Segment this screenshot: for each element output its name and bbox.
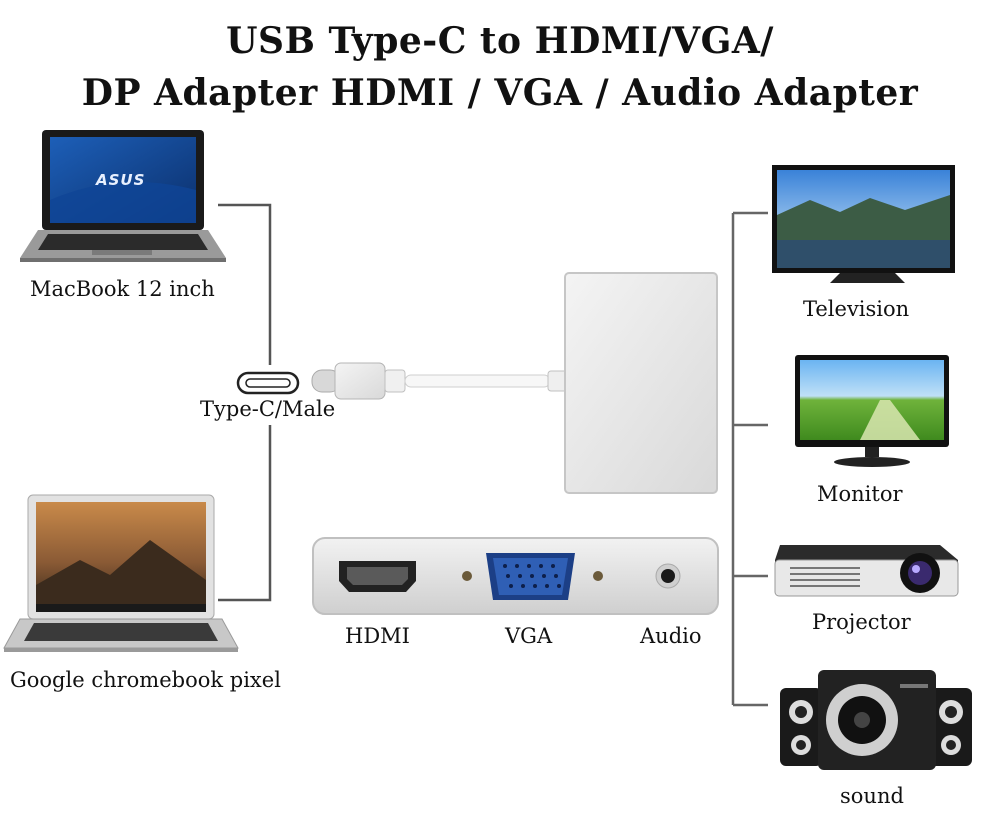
vga-label: VGA — [505, 624, 553, 648]
hdmi-port-icon — [339, 561, 416, 592]
title-line-2: DP Adapter HDMI / VGA / Audio Adapter — [81, 72, 919, 114]
title-line-1: USB Type-C to HDMI/VGA/ — [226, 20, 774, 62]
monitor-label: Monitor — [817, 482, 903, 506]
type-c-label: Type-C/Male — [200, 397, 336, 421]
type-c-port-icon — [236, 371, 300, 395]
television-icon — [772, 165, 955, 283]
vga-port-icon — [486, 553, 575, 600]
hdmi-label: HDMI — [345, 624, 410, 648]
audio-label: Audio — [640, 624, 702, 648]
speakers-icon — [780, 670, 972, 770]
adapter-port-face — [312, 537, 719, 615]
asus-logo-text: ASUS — [96, 171, 146, 189]
laptop-top-icon — [20, 130, 226, 262]
sound-label: sound — [840, 784, 904, 808]
projector-icon — [774, 545, 959, 597]
adapter-body — [564, 272, 718, 494]
laptop-bottom-label: Google chromebook pixel — [10, 668, 281, 692]
television-label: Television — [803, 297, 910, 321]
laptop-top-label: MacBook 12 inch — [30, 277, 215, 301]
right-connector-lines — [731, 211, 768, 707]
usb-c-plug-cable — [311, 362, 569, 400]
left-connector-lines — [218, 203, 272, 602]
monitor-icon — [795, 355, 949, 467]
laptop-bottom-icon — [3, 494, 239, 652]
audio-jack-icon — [655, 563, 681, 589]
projector-label: Projector — [812, 610, 911, 634]
